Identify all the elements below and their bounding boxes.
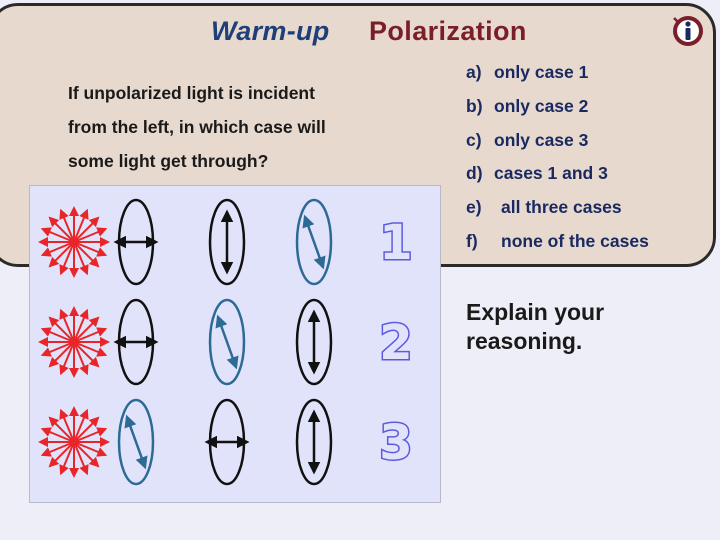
- polarizer-horizontal: [204, 398, 250, 486]
- choice-f[interactable]: f)none of the cases: [466, 230, 649, 251]
- case-row-2: 2: [38, 298, 414, 386]
- explain-prompt: Explain your reasoning.: [466, 298, 686, 356]
- warmup-label: Warm-up: [211, 16, 330, 46]
- case-number: 1: [379, 215, 412, 271]
- choice-text: cases 1 and 3: [494, 163, 608, 184]
- polarizer-tilted: [295, 198, 333, 286]
- info-icon[interactable]: [668, 14, 706, 48]
- answer-choices: a)only case 1 b)only case 2 c)only case …: [466, 56, 649, 259]
- explain-line: reasoning.: [466, 328, 583, 354]
- polarizer-tilted: [117, 398, 155, 486]
- explain-line: Explain your: [466, 299, 605, 325]
- choice-text: all three cases: [501, 197, 622, 218]
- choice-a[interactable]: a)only case 1: [466, 62, 589, 82]
- choice-e[interactable]: e)all three cases: [466, 197, 622, 218]
- choice-text: none of the cases: [501, 230, 649, 251]
- starburst-icon: [38, 306, 110, 378]
- polarizer-horizontal: [113, 198, 159, 286]
- question-line: some light get through?: [68, 151, 269, 171]
- case-number: 2: [379, 315, 412, 371]
- polarizer-tilted: [208, 298, 246, 386]
- polarizer-vertical: [295, 298, 333, 386]
- polarizer-figure: 1 2 3: [29, 185, 441, 503]
- polarizer-vertical: [295, 398, 333, 486]
- case-number: 3: [379, 415, 412, 471]
- starburst-icon: [38, 406, 110, 478]
- case-row-3: 3: [38, 398, 414, 486]
- choice-text: only case 2: [494, 95, 589, 116]
- question-line: from the left, in which case will: [68, 117, 326, 137]
- choice-text: only case 1: [494, 62, 589, 82]
- choice-d[interactable]: d)cases 1 and 3: [466, 163, 608, 184]
- polarizer-diagram: 1 2 3: [38, 198, 414, 486]
- choice-c[interactable]: c)only case 3: [466, 129, 589, 150]
- case-row-1: 1: [38, 198, 414, 286]
- polarizer-horizontal: [113, 298, 159, 386]
- question-line: If unpolarized light is incident: [68, 83, 315, 103]
- polarizer-vertical: [208, 198, 246, 286]
- choice-text: only case 3: [494, 129, 589, 150]
- question-text: If unpolarized light is incident from th…: [68, 76, 398, 178]
- choice-b[interactable]: b)only case 2: [466, 95, 589, 116]
- starburst-icon: [38, 206, 110, 278]
- page-title: Polarization: [369, 16, 527, 46]
